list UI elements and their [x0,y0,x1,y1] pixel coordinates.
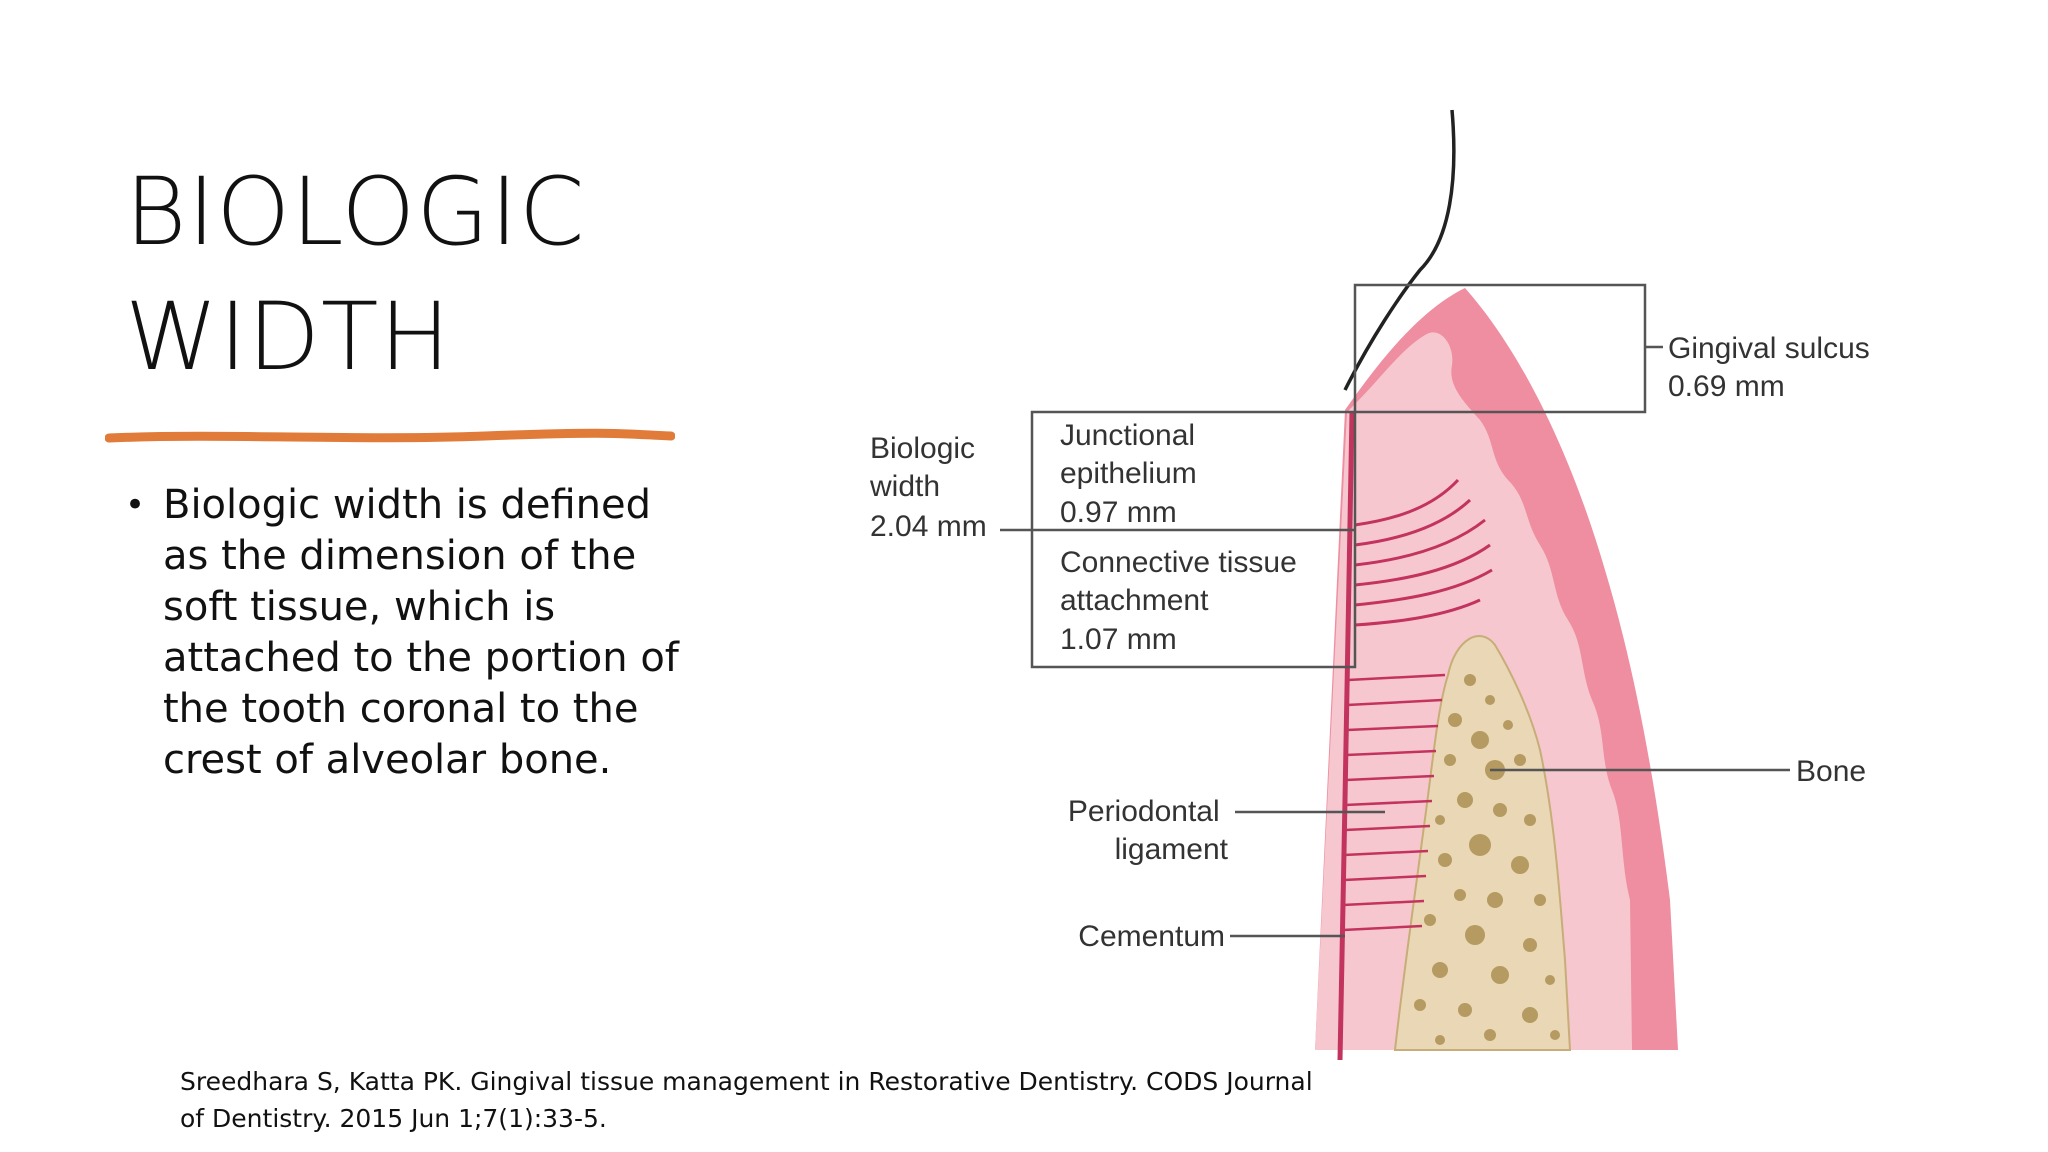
ct-line-1: Connective tissue [1060,546,1297,579]
ct-line-2: attachment [1060,584,1209,617]
sulcus-value: 0.69 mm [1668,370,1785,403]
pdl-line-1: Periodontal [1068,795,1220,828]
slide-title: BIOLOGIC WIDTH [125,150,585,400]
slide-title-line-1: BIOLOGIC [125,158,586,267]
pdl-line-2: ligament [1115,833,1229,866]
je-value: 0.97 mm [1060,496,1177,529]
bone-trabeculae [1414,674,1560,1045]
ct-value: 1.07 mm [1060,623,1177,656]
junctional-epithelium-label: Junctional epithelium 0.97 mm [1060,419,1205,529]
biologic-width-label: Biologic width 2.04 mm [869,432,987,543]
biologic-width-box [1030,410,1357,669]
biologic-width-line-2: width [869,470,940,503]
je-line-1: Junctional [1060,419,1195,452]
bullet-list: Biologic width is defined as the dimensi… [125,480,685,786]
biologic-width-value: 2.04 mm [870,510,987,543]
tooth-crown-outline [1343,109,1456,391]
biologic-width-diagram: Biologic width 2.04 mm Junctional epithe… [869,109,1878,1060]
root-surface [1337,411,1355,1060]
slide-title-line-2: WIDTH [125,283,452,392]
citation: Sreedhara S, Katta PK. Gingival tissue m… [180,1067,1313,1133]
biologic-width-line-1: Biologic [870,432,975,465]
sulcus-line-1: Gingival sulcus [1668,332,1870,365]
connective-tissue-label: Connective tissue attachment 1.07 mm [1060,546,1305,656]
gingival-sulcus-box [1353,283,1647,414]
je-line-2: epithelium [1060,457,1197,490]
periodontal-ligament-label: Periodontal ligament [1068,795,1229,866]
cementum-label: Cementum [1078,920,1225,953]
bone-label: Bone [1796,755,1866,788]
bullet-item: Biologic width is defined as the dimensi… [125,480,685,786]
periodontal-ligament-fibers [1342,673,1446,932]
connective-tissue-fibers [1354,478,1493,627]
accent-stroke [105,428,675,443]
gingival-sulcus-label: Gingival sulcus 0.69 mm [1668,332,1878,403]
title-accent-underline [105,428,675,443]
